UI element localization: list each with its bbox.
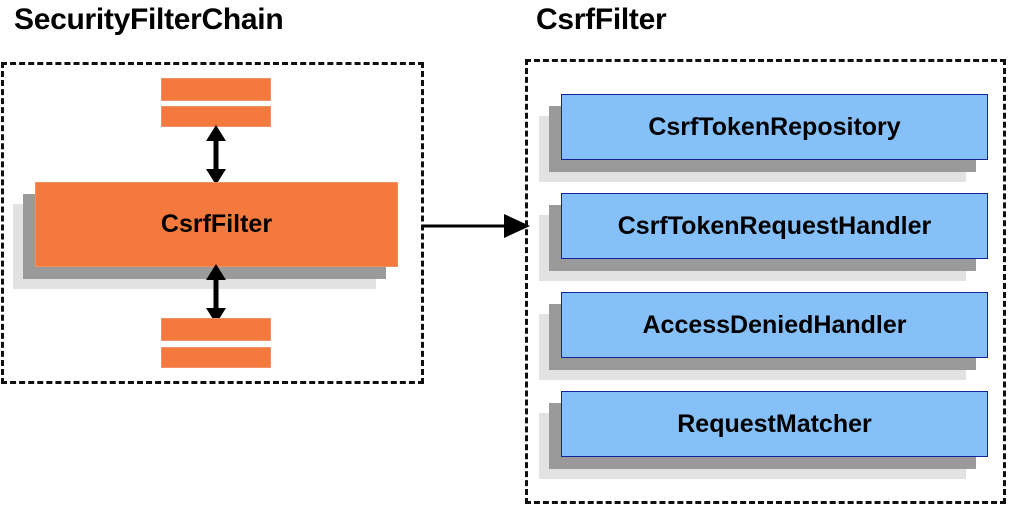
node-face: CsrfFilter	[35, 182, 398, 267]
node-access-denied-handler[interactable]: AccessDeniedHandler	[539, 292, 988, 380]
filter-stub-bar-top-1	[161, 78, 271, 101]
filter-stub-bar-top-2	[161, 106, 271, 127]
panel-title-security-filter-chain: SecurityFilterChain	[14, 3, 284, 36]
arrow-above-csrffilter	[203, 125, 229, 185]
filter-stub-bar-bottom-2	[161, 347, 271, 368]
panel-title-csrf-filter: CsrfFilter	[536, 3, 667, 36]
arrow-below-csrffilter	[203, 264, 229, 324]
node-csrf-token-repository[interactable]: CsrfTokenRepository	[539, 94, 988, 182]
node-face: CsrfTokenRepository	[561, 94, 988, 160]
node-csrf-token-request-handler[interactable]: CsrfTokenRequestHandler	[539, 193, 988, 281]
connector-arrow-to-csrf-filter	[422, 212, 530, 240]
filter-stub-bar-bottom-1	[161, 318, 271, 341]
node-label-csrf-token-repository: CsrfTokenRepository	[648, 112, 901, 141]
node-face: RequestMatcher	[561, 391, 988, 457]
node-label-csrf-filter: CsrfFilter	[160, 210, 273, 238]
node-request-matcher[interactable]: RequestMatcher	[539, 391, 988, 479]
node-label-access-denied-handler: AccessDeniedHandler	[642, 310, 907, 339]
node-csrf-filter[interactable]: CsrfFilter	[13, 182, 398, 289]
node-face: AccessDeniedHandler	[561, 292, 988, 358]
node-label-csrf-token-request-handler: CsrfTokenRequestHandler	[617, 211, 932, 240]
node-face: CsrfTokenRequestHandler	[561, 193, 988, 259]
node-label-request-matcher: RequestMatcher	[677, 409, 872, 438]
panel-csrf-filter	[525, 59, 1006, 504]
panel-security-filter-chain	[1, 62, 424, 384]
